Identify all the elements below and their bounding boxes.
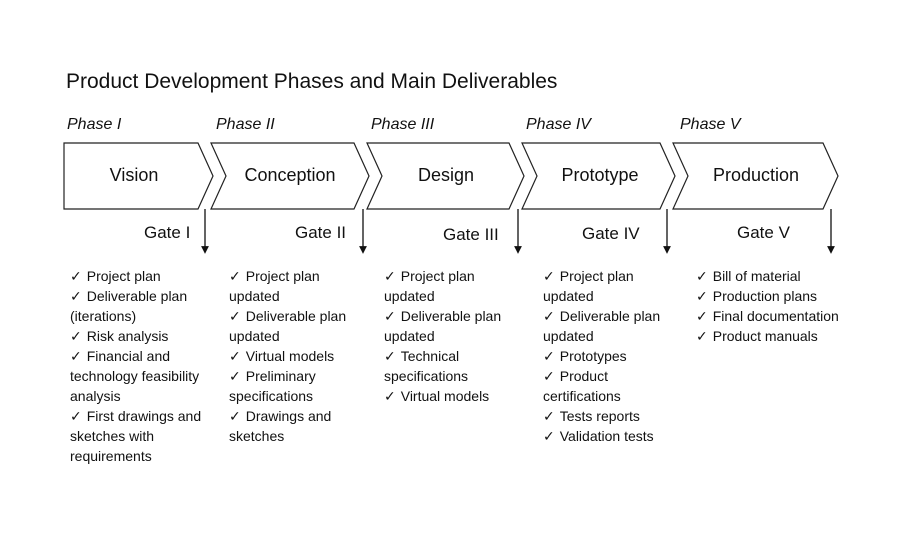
- deliverables-list-3: Project plan updated Deliverable plan up…: [384, 266, 524, 406]
- phase-name-4: Prototype: [561, 165, 639, 185]
- gate-label-1: Gate I: [144, 223, 191, 242]
- deliverable-item: Virtual models: [229, 346, 369, 366]
- chevron-vision: [63, 142, 214, 210]
- deliverable-item: Production plans: [696, 286, 846, 306]
- deliverable-item: Product certifications: [543, 366, 683, 406]
- chevron-conception: [210, 142, 370, 210]
- chevron-production: [672, 142, 839, 210]
- phase-label-2: Phase II: [216, 116, 275, 133]
- deliverable-item: Project plan updated: [543, 266, 683, 306]
- phase-label-4: Phase IV: [526, 116, 591, 133]
- phase-label-3: Phase III: [371, 116, 435, 133]
- deliverables-list-4: Project plan updated Deliverable plan up…: [543, 266, 683, 446]
- gate-label-3: Gate III: [443, 225, 499, 244]
- phase-label-1: Phase I: [67, 116, 122, 133]
- deliverable-item: Final documentation: [696, 306, 846, 326]
- deliverable-item: Drawings and sketches: [229, 406, 369, 446]
- deliverables-list-5: Bill of material Production plans Final …: [696, 266, 846, 346]
- deliverables-list-2: Project plan updated Deliverable plan up…: [229, 266, 369, 446]
- deliverable-item: Deliverable plan updated: [229, 306, 369, 346]
- phase-name-3: Design: [417, 165, 475, 185]
- deliverable-item: Product manuals: [696, 326, 846, 346]
- deliverable-item: Financial and technology feasibility ana…: [70, 346, 215, 406]
- phase-name-1: Vision: [109, 165, 159, 185]
- deliverable-item: Preliminary specifications: [229, 366, 369, 406]
- deliverable-item: First drawings and sketches with require…: [70, 406, 215, 466]
- deliverable-item: Deliverable plan updated: [543, 306, 683, 346]
- phase-label-5: Phase V: [680, 116, 741, 133]
- gate-label-5: Gate V: [737, 223, 790, 242]
- deliverable-item: Risk analysis: [70, 326, 215, 346]
- chevron-prototype: [521, 142, 676, 210]
- diagram-title: Product Development Phases and Main Deli…: [66, 70, 558, 93]
- deliverable-item: Validation tests: [543, 426, 683, 446]
- deliverable-item: Project plan updated: [384, 266, 524, 306]
- deliverable-item: Bill of material: [696, 266, 846, 286]
- phase-name-5: Production: [712, 165, 800, 185]
- gate-label-2: Gate II: [295, 223, 347, 242]
- deliverable-item: Technical specifications: [384, 346, 524, 386]
- deliverable-item: Project plan: [70, 266, 215, 286]
- gate-label-4: Gate IV: [582, 224, 640, 243]
- chevron-design: [366, 142, 525, 210]
- deliverables-list-1: Project plan Deliverable plan (iteration…: [70, 266, 215, 466]
- deliverable-item: Deliverable plan (iterations): [70, 286, 215, 326]
- deliverable-item: Virtual models: [384, 386, 524, 406]
- deliverable-item: Prototypes: [543, 346, 683, 366]
- deliverable-item: Deliverable plan updated: [384, 306, 524, 346]
- phase-name-2: Conception: [244, 165, 336, 185]
- deliverable-item: Project plan updated: [229, 266, 369, 306]
- deliverable-item: Tests reports: [543, 406, 683, 426]
